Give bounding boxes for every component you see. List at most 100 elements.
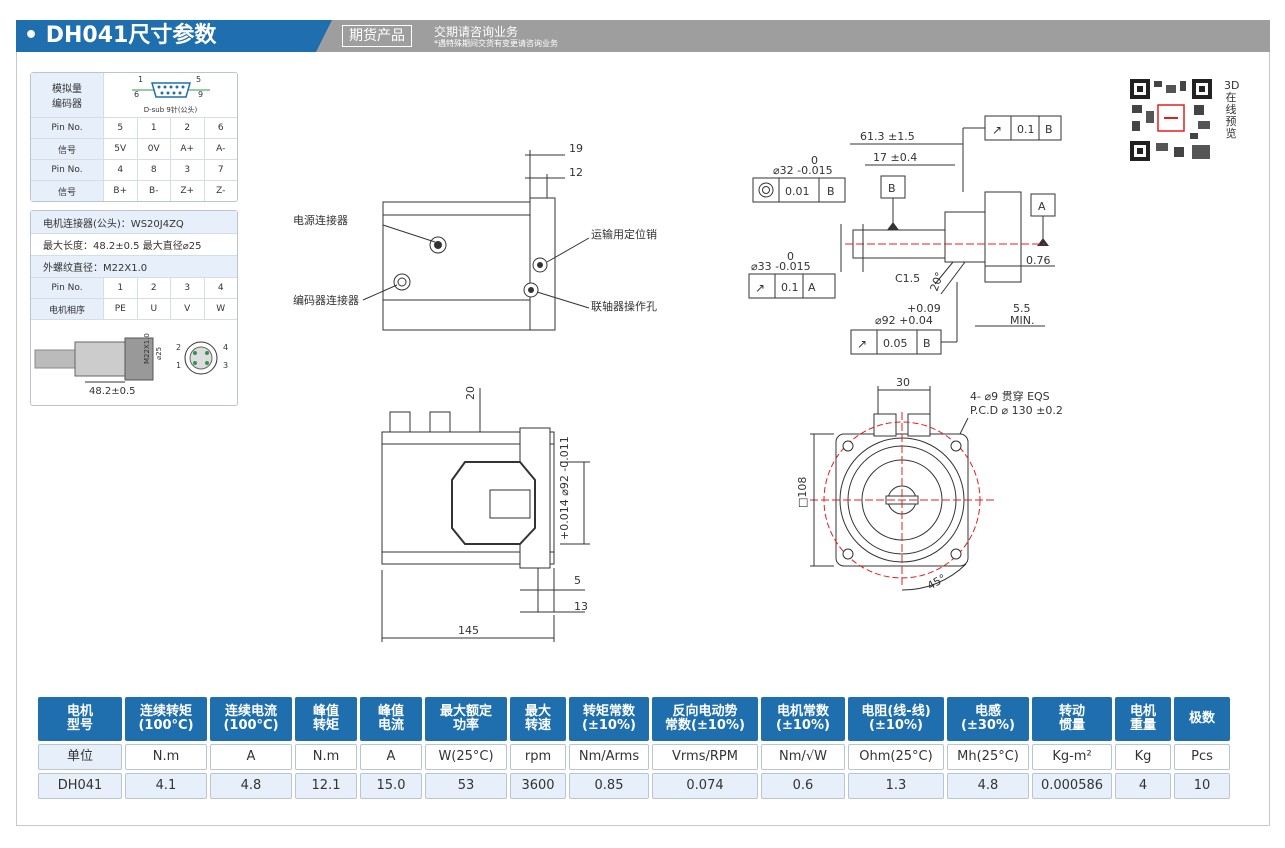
dsub-pin-9: 9: [198, 90, 203, 99]
table-cell: Ohm(25°C): [848, 744, 944, 770]
pcd-note: P.C.D ⌀ 130 ±0.2: [970, 404, 1063, 417]
shaft-drawing: ↗ 0.1 B 61.3 ±1.5 17 ±0.4 0 ⌀32 -0.015 0…: [748, 115, 1062, 355]
dsub-diagram: 1 5 6 9 D-sub 9针(公头): [103, 73, 237, 117]
connector-spec-panel: 模拟量 编码器 1 5 6 9 D-sub 9针(公头) Pin No. 5 1…: [30, 72, 238, 410]
table-cell: 1.3: [848, 773, 944, 799]
table-cell: DH041: [38, 773, 122, 799]
col-header: 反向电动势 常数(±10%): [652, 697, 758, 741]
futures-badge: 期货产品: [342, 25, 412, 47]
tol-left-ref: A: [808, 281, 816, 294]
row-label: 信号: [31, 181, 103, 201]
pin-cell: 4: [203, 278, 238, 298]
col-header: 最大 转速: [510, 697, 566, 741]
content-frame: [16, 52, 1270, 826]
phase-pin-label: 2: [176, 343, 181, 352]
table-cell: Pcs: [1174, 744, 1230, 770]
dim-61: 61.3 ±1.5: [860, 130, 915, 143]
pin-row-3: Pin No. 4 8 3 7: [31, 159, 237, 180]
phase-pin-label: 4: [223, 343, 228, 352]
table-cell: 4.1: [125, 773, 207, 799]
pin-cell: 2: [136, 278, 171, 298]
table-cell: W(25°C): [425, 744, 507, 770]
table-cell: 4.8: [947, 773, 1029, 799]
table-cell: 0.85: [569, 773, 649, 799]
pin-cell: 3: [170, 278, 204, 298]
dsub-pin-1: 1: [138, 75, 143, 84]
connector-thread: M22X1.0: [143, 333, 151, 364]
dsub-caption: D-sub 9针(公头): [143, 106, 198, 114]
pin-cell: A-: [203, 139, 238, 159]
dim-30: 30: [896, 376, 910, 389]
table-cell: Mh(25°C): [947, 744, 1029, 770]
encoder-pin-table: 模拟量 编码器 1 5 6 9 D-sub 9针(公头) Pin No. 5 1…: [30, 72, 238, 202]
col-header: 连续转矩 (100°C): [125, 697, 207, 741]
pin-cell: 7: [203, 160, 238, 180]
tol-bottom-ref: B: [923, 337, 931, 350]
row-label: 信号: [31, 139, 103, 159]
row-label: Pin No.: [31, 118, 103, 138]
dim-076: 0.76: [1026, 254, 1051, 267]
col-header: 极数: [1174, 697, 1230, 741]
table-cell: Nm/Arms: [569, 744, 649, 770]
dim-55: 5.5: [1013, 302, 1031, 315]
delivery-note: 交期请咨询业务: [434, 25, 519, 39]
table-cell: 4: [1115, 773, 1171, 799]
phase-pin-label: 3: [223, 361, 228, 370]
label-coupling-hole: 联轴器操作孔: [591, 299, 657, 313]
page-title: • DH041尺寸参数: [16, 20, 332, 52]
dim-20: 20: [464, 386, 477, 400]
col-header: 转动 惯量: [1032, 697, 1112, 741]
tol-conc-value: 0.01: [785, 185, 810, 198]
table-cell: 0.000586: [1032, 773, 1112, 799]
table-cell: 0.6: [761, 773, 845, 799]
dim-c15: C1.5: [895, 272, 920, 285]
col-header: 电阻(线-线) (±10%): [848, 697, 944, 741]
qr-code-icon[interactable]: [1128, 77, 1214, 163]
table-cell: Vrms/RPM: [652, 744, 758, 770]
pin-cell: 3: [170, 160, 204, 180]
row-label: Pin No.: [31, 278, 103, 298]
pin-cell: 5V: [103, 139, 137, 159]
pin-cell: 0V: [136, 139, 171, 159]
pin-cell: B-: [136, 181, 171, 201]
dim-phi92: +0.014 ⌀92 -0.011: [558, 436, 571, 540]
pin-cell: Z+: [170, 181, 204, 201]
connector-dia: ⌀25: [155, 347, 163, 360]
dim-145: 145: [458, 624, 479, 637]
tol-top-value: 0.1: [1017, 123, 1035, 136]
pin-cell: 1: [103, 278, 137, 298]
front-view-drawing: 30 4- ⌀9 贯穿 EQS P.C.D ⌀ 130 ±0.2 □108 45…: [796, 376, 1063, 593]
table-cell: 12.1: [295, 773, 357, 799]
pin-cell: A+: [170, 139, 204, 159]
table-cell: Nm/√W: [761, 744, 845, 770]
dim-phi92-top: +0.09: [907, 302, 941, 315]
motor-connector-icon: 48.2±0.5 M22X1.0 ⌀25 2 4 1 3: [34, 333, 228, 397]
datum-a: A: [1038, 200, 1046, 213]
phase-row-1: Pin No. 1 2 3 4: [31, 277, 237, 298]
pin-cell: 4: [103, 160, 137, 180]
pin-cell: V: [170, 299, 204, 319]
dim-13: 13: [574, 600, 588, 613]
col-header: 电机常数 (±10%): [761, 697, 845, 741]
bottom-view-drawing: 20 +0.014 ⌀92 -0.011 5 13 145: [381, 386, 590, 642]
table-cell: 15.0: [360, 773, 422, 799]
tol-bottom-value: 0.05: [883, 337, 908, 350]
table-cell: 4.8: [210, 773, 292, 799]
motor-connector-table: 电机连接器(公头)：WS20J4ZQ 最大长度：48.2±0.5 最大直径⌀25…: [30, 210, 238, 406]
table-cell: 53: [425, 773, 507, 799]
table-cell: 10: [1174, 773, 1230, 799]
datum-b: B: [888, 182, 896, 195]
table-cell: Kg-m²: [1032, 744, 1112, 770]
dsub-pin-6: 6: [134, 90, 139, 99]
dim-min: MIN.: [1010, 314, 1034, 327]
table-row-values: DH041 4.1 4.8 12.1 15.0 53 3600 0.85 0.0…: [38, 773, 1236, 799]
holes-note: 4- ⌀9 贯穿 EQS: [970, 389, 1050, 403]
side-view-drawing: 19 12 电源连接器 编码器连接器 运输用定位销 联轴器操作孔: [293, 142, 657, 331]
table-cell: rpm: [510, 744, 566, 770]
dim-phi32: ⌀32 -0.015: [773, 164, 833, 177]
col-header: 连续电流 (100°C): [210, 697, 292, 741]
col-header: 最大额定 功率: [425, 697, 507, 741]
pin-cell: W: [203, 299, 238, 319]
table-cell: N.m: [295, 744, 357, 770]
dim-phi33: ⌀33 -0.015: [751, 260, 811, 273]
